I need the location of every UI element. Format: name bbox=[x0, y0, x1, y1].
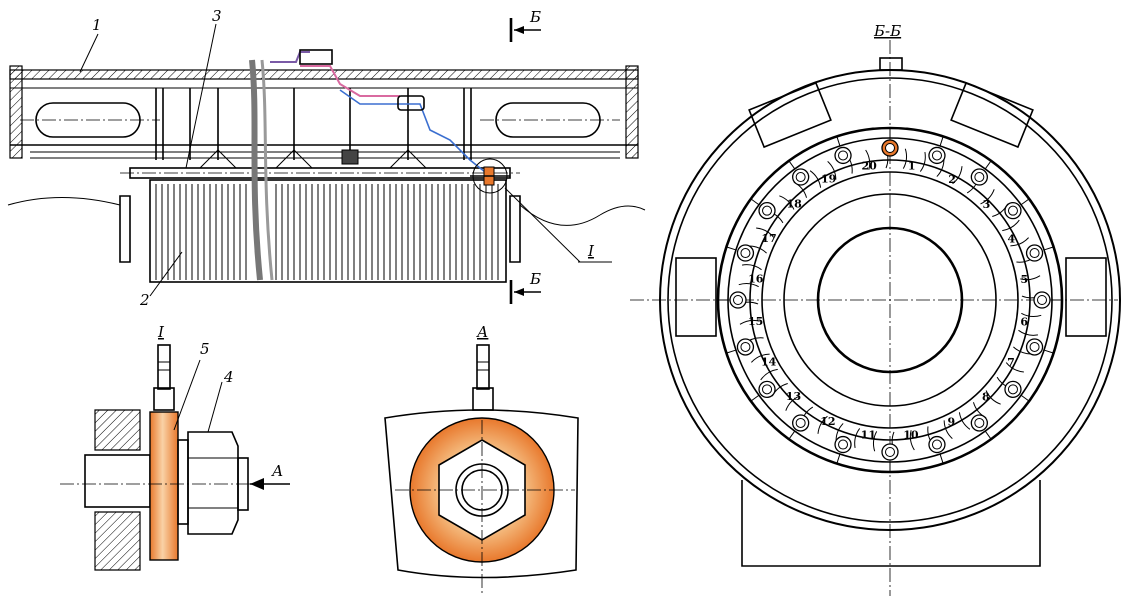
bolt-18: 18 bbox=[750, 198, 802, 220]
label-part-5: 5 bbox=[200, 340, 210, 358]
cable-pink bbox=[300, 65, 400, 97]
bolt-number-20: 20 bbox=[861, 160, 877, 173]
bolt-number-14: 14 bbox=[761, 355, 777, 368]
view-a-title: А bbox=[476, 323, 488, 341]
sensor-stem bbox=[157, 344, 171, 390]
right-bracket bbox=[509, 195, 521, 263]
side-window-left bbox=[675, 257, 717, 337]
bolt-number-5: 5 bbox=[1021, 273, 1029, 286]
section-arrow-bottom: Б bbox=[529, 270, 541, 288]
cable-blue bbox=[339, 89, 486, 173]
bolt-8: 8 bbox=[982, 380, 1030, 403]
bolt-number-8: 8 bbox=[982, 390, 990, 403]
gussets bbox=[199, 149, 427, 169]
core-laminations bbox=[155, 184, 499, 280]
bolt-19: 19 bbox=[788, 160, 836, 186]
bolt-3: 3 bbox=[970, 160, 992, 211]
bolt-number-15: 15 bbox=[748, 315, 763, 328]
bolt-number-11: 11 bbox=[861, 428, 876, 441]
top-plate bbox=[9, 69, 639, 80]
bolt-10: 10 bbox=[903, 428, 946, 464]
bolt-number-18: 18 bbox=[786, 198, 802, 211]
assembly-view: 1 3 2 I Б Б bbox=[7, 7, 646, 309]
bolt-number-3: 3 bbox=[983, 198, 991, 211]
bolt-number-6: 6 bbox=[1020, 316, 1028, 329]
top-lug bbox=[879, 57, 903, 71]
nut bbox=[187, 431, 239, 535]
bolt-7: 7 bbox=[1007, 338, 1054, 369]
cable-purple bbox=[270, 51, 310, 63]
view-a-sensor-stem bbox=[476, 344, 490, 390]
side-window-right bbox=[1065, 257, 1107, 337]
label-part-1: 1 bbox=[92, 16, 102, 34]
sensor-block bbox=[341, 149, 359, 165]
bolt-1: 1 bbox=[881, 128, 916, 173]
view-mark-a: А bbox=[271, 462, 283, 480]
bolt-14: 14 bbox=[750, 355, 777, 402]
cable-gray bbox=[249, 59, 263, 281]
ground-break-line bbox=[7, 197, 646, 240]
bolt-11: 11 bbox=[861, 428, 899, 472]
label-part-3: 3 bbox=[212, 7, 222, 25]
left-bracket bbox=[119, 195, 131, 263]
bolt-number-12: 12 bbox=[820, 415, 835, 428]
top-window-right bbox=[950, 81, 1034, 149]
bolt-20: 20 bbox=[834, 136, 877, 173]
bolt-17: 17 bbox=[726, 232, 777, 262]
detail-title: I bbox=[157, 323, 165, 341]
bolt-number-19: 19 bbox=[821, 173, 836, 186]
bolt-16: 16 bbox=[718, 272, 764, 309]
sensor-ring bbox=[149, 411, 179, 561]
housing-lower bbox=[94, 511, 141, 571]
section-arrow-top: Б bbox=[529, 8, 541, 26]
bolt-number-16: 16 bbox=[748, 272, 764, 285]
bolt-number-10: 10 bbox=[903, 428, 919, 441]
bolt-15: 15 bbox=[726, 315, 763, 356]
view-a-plate bbox=[384, 409, 579, 579]
label-detail-callout: I bbox=[587, 242, 595, 260]
right-flange bbox=[625, 65, 639, 159]
connector-elbow bbox=[397, 95, 425, 111]
bolt-number-1: 1 bbox=[908, 160, 916, 173]
bolt-4: 4 bbox=[1004, 198, 1030, 246]
bolt-number-7: 7 bbox=[1007, 356, 1015, 369]
detail-view-i: I А 5 4 bbox=[60, 323, 290, 571]
bolt-number-9: 9 bbox=[948, 415, 956, 428]
housing-upper bbox=[94, 409, 141, 451]
bolt-9: 9 bbox=[948, 414, 992, 440]
top-window-left bbox=[748, 81, 832, 149]
bolt-6: 6 bbox=[1020, 291, 1062, 329]
detail-callout-circle bbox=[472, 158, 508, 194]
bolt-13: 13 bbox=[786, 390, 810, 440]
bolt-number-4: 4 bbox=[1008, 233, 1016, 246]
bolt-12: 12 bbox=[820, 415, 852, 464]
label-part-2: 2 bbox=[139, 291, 150, 309]
bolt-5: 5 bbox=[1021, 244, 1054, 286]
bolt-number-2: 2 bbox=[948, 173, 956, 186]
core-stack bbox=[149, 179, 507, 283]
label-part-4: 4 bbox=[223, 368, 234, 386]
bolt-number-17: 17 bbox=[761, 232, 776, 245]
bolt-number-13: 13 bbox=[786, 390, 801, 403]
left-flange bbox=[9, 65, 23, 159]
pedestal bbox=[741, 480, 1041, 567]
connector-box bbox=[299, 49, 333, 65]
section-title: Б-Б bbox=[873, 22, 901, 40]
bolt-2: 2 bbox=[928, 136, 956, 186]
stud-shaft bbox=[84, 454, 151, 508]
vertical-ribs bbox=[155, 88, 472, 160]
view-a: А bbox=[384, 323, 579, 596]
ground-break-line-right bbox=[519, 204, 601, 226]
